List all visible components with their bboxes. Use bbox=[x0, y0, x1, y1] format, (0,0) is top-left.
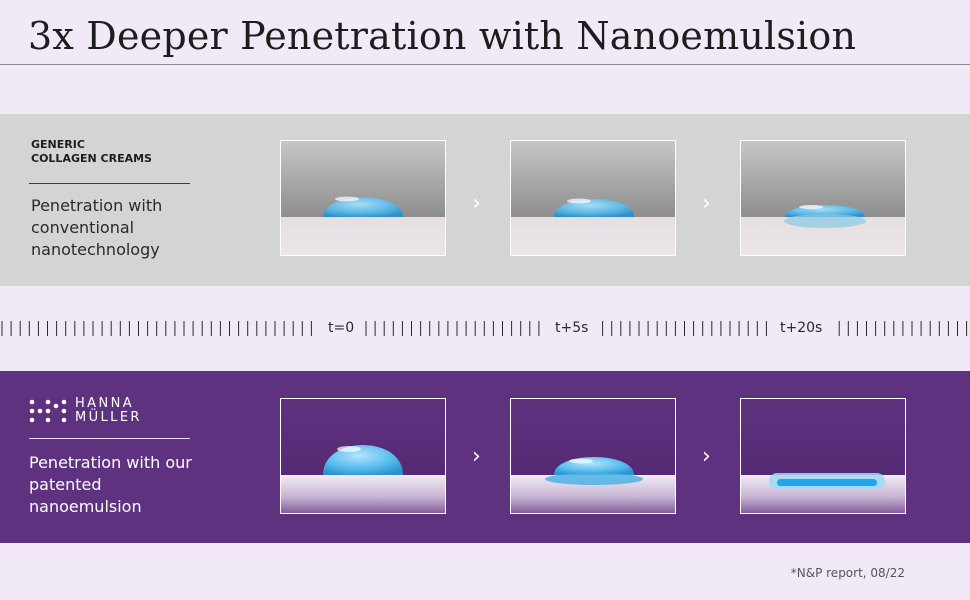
chevron-right-icon: › bbox=[702, 444, 711, 469]
timeline-label-t20: t+20s bbox=[780, 320, 823, 336]
droplet-illustration bbox=[281, 399, 445, 513]
footnote: *N&P report, 08/22 bbox=[790, 566, 905, 580]
timeline-label-t0: t=0 bbox=[328, 320, 355, 336]
generic-tag: GENERIC COLLAGEN CREAMS bbox=[31, 138, 201, 166]
brand-frame-t20 bbox=[740, 398, 906, 514]
droplet-illustration bbox=[741, 141, 905, 255]
chevron-right-icon: › bbox=[702, 191, 711, 216]
droplet-illustration bbox=[741, 399, 905, 513]
droplet-illustration bbox=[511, 399, 675, 513]
brand-frame-t0 bbox=[280, 398, 446, 514]
generic-frame-t5 bbox=[510, 140, 676, 256]
chevron-right-icon: › bbox=[472, 444, 481, 469]
dot-grid-logo-icon bbox=[29, 399, 67, 423]
title-divider bbox=[0, 64, 970, 65]
chevron-right-icon: › bbox=[472, 191, 481, 216]
brand-frame-t5 bbox=[510, 398, 676, 514]
droplet-illustration bbox=[511, 141, 675, 255]
brand-description: Penetration with our patented nanoemulsi… bbox=[29, 453, 192, 516]
timeline-label-t5: t+5s bbox=[555, 320, 589, 336]
brand-logo: HANNA MÜLLER bbox=[29, 397, 142, 425]
generic-divider bbox=[29, 183, 190, 184]
brand-divider bbox=[29, 438, 190, 439]
brand-name-line1: HANNA bbox=[75, 396, 135, 411]
generic-description: Penetration with conventional nanotechno… bbox=[31, 196, 163, 259]
page-title: 3x Deeper Penetration with Nanoemulsion bbox=[28, 14, 857, 58]
brand-name: HANNA MÜLLER bbox=[75, 397, 142, 425]
timeline-ticks bbox=[1, 321, 968, 336]
brand-name-line2: MÜLLER bbox=[75, 410, 142, 425]
generic-tag-text: GENERIC COLLAGEN CREAMS bbox=[31, 138, 152, 165]
generic-frame-t0 bbox=[280, 140, 446, 256]
droplet-illustration bbox=[281, 141, 445, 255]
generic-frame-t20 bbox=[740, 140, 906, 256]
